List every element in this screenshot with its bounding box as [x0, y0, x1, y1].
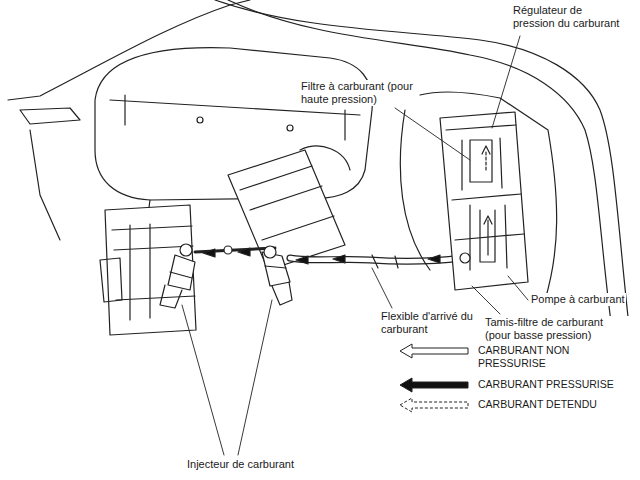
part-label: Régulateur de pression du carburant — [512, 4, 626, 30]
legend-text: CARBURANT DETENDU — [478, 398, 597, 411]
part-label: Tamis-filtre de carburant (pour basse pr… — [484, 316, 631, 342]
legend-sample — [398, 343, 470, 363]
part-label: Pompe à carburant — [530, 293, 626, 306]
legend-sample — [398, 377, 470, 397]
part-label: Injecteur de carburant — [186, 458, 295, 471]
legend-sample — [398, 397, 470, 417]
part-label: Flexible d'arrivé du carburant — [380, 310, 494, 336]
part-label: Filtre à carburant (pour haute pression) — [300, 80, 414, 106]
legend-text: CARBURANT NON PRESSURISE — [478, 344, 588, 370]
legend-text: CARBURANT PRESSURISE — [478, 378, 614, 391]
